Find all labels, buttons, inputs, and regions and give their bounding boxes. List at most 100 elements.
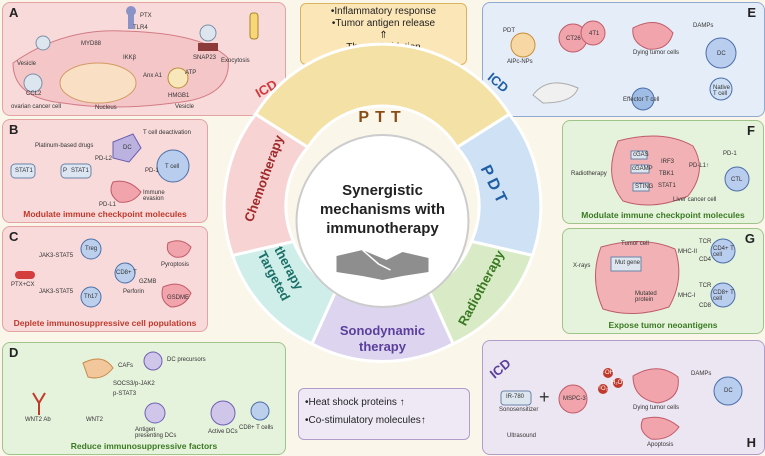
label-apop: Apoptosis <box>647 442 674 448</box>
panel-g-letter: G <box>744 231 755 246</box>
ptt-effect-1: •Inflammatory response <box>330 6 437 17</box>
panel-g: G X-rays Tumor cell Mut gene Mutated pro… <box>562 228 764 334</box>
label-dying-h: Dying tumor cells <box>633 405 680 411</box>
label-cd4s: CD4 <box>699 257 712 263</box>
label-alpo: AlPc-NPs <box>507 59 533 65</box>
label-pdl1-b: PD-L1 <box>99 202 117 208</box>
label-ultra: Ultrasound <box>507 433 537 439</box>
center-circle <box>295 134 470 308</box>
label-cd8-c: CD8+ T <box>116 270 137 276</box>
panel-c-letter: C <box>9 229 19 244</box>
panel-b-illustration <box>10 133 190 203</box>
label-socs: SOCS3/p-JAK2 <box>113 381 155 387</box>
label-pdl2: PD-L2 <box>95 156 113 162</box>
label-pstat3: p-STAT3 <box>113 391 137 397</box>
label-mhc2: MHC-I <box>678 293 696 299</box>
label-apdc: Antigen presenting DCs <box>135 427 177 439</box>
panel-c-title: Deplete immunosuppressive cell populatio… <box>13 318 197 328</box>
label-effector: Effector T cell <box>623 97 660 103</box>
center-title-2: mechanisms with <box>320 201 445 218</box>
label-irf3: IRF3 <box>661 159 675 165</box>
panel-e: E PDT AlPc-NPs CT26 4T1 Dying tumor cell… <box>482 2 765 117</box>
label-myd88: MYD88 <box>81 41 102 47</box>
ring-label-sonodynamic-1: Sonodynamic <box>340 323 425 338</box>
ring-segment-chemotherapy <box>222 112 311 258</box>
label-tcell-b: T cell <box>165 164 180 170</box>
label-ccl2: CCL2 <box>26 91 42 97</box>
label-p: P <box>63 168 68 174</box>
label-cafs: CAFs <box>118 363 133 369</box>
label-sono: Sonosensitizer <box>499 407 539 413</box>
panel-c: C JAK3-STAT5 PTX+CX JAK3-STAT5 Treg Th17… <box>2 226 208 332</box>
panel-a: A IKKβ PTX TLR4 MYD88 SNAP23 Exocytosis … <box>2 2 286 116</box>
ptt-arrow: ⇑ <box>379 30 388 41</box>
label-treg: Treg <box>85 246 98 252</box>
label-liver: Liver cancer cell <box>673 197 717 203</box>
label-anxa1: Anx A1 <box>143 73 163 79</box>
label-tumor: Tumor cell <box>621 241 649 247</box>
panel-b-title: Modulate immune checkpoint molecules <box>23 209 187 219</box>
label-hmgb1: HMGB1 <box>168 93 190 99</box>
label-o2: ¹O₂ <box>599 386 608 392</box>
label-exocytosis: Exocytosis <box>221 58 250 64</box>
ring-segment-targeted <box>230 239 339 346</box>
label-jak-c1: JAK3-STAT5 <box>39 253 74 259</box>
label-jak-c2: JAK3-STAT5 <box>39 289 74 295</box>
label-nucleus: Nucleus <box>95 105 117 111</box>
ring-segment-sonodynamic <box>309 286 456 363</box>
panel-h-letter: H <box>746 435 756 450</box>
panel-e-illustration <box>510 20 737 111</box>
panel-g-title: Expose tumor neoantigens <box>608 320 718 330</box>
label-wnt2ab: WNT2 Ab <box>25 417 51 423</box>
label-snap23: SNAP23 <box>193 55 217 61</box>
label-vesicle: Vesicle <box>17 61 37 67</box>
label-tlr4: TLR4 <box>133 25 148 31</box>
label-stat1-f: STAT1 <box>658 183 676 189</box>
sdt-effects-box: •Heat shock proteins ↑ •Co-stimulatory m… <box>298 388 470 440</box>
label-dcprec: DC precursors <box>167 357 206 363</box>
label-cd4: CD4+ T cell <box>713 246 734 258</box>
ptt-effect-3: Thermal ablation <box>346 42 421 53</box>
label-xrays: X-rays <box>573 263 591 269</box>
label-immune: Immune evasion <box>143 190 165 202</box>
label-ptx-c: PTX+CX <box>11 282 35 288</box>
label-tcr1: TCR <box>699 239 712 245</box>
panel-c-illustration <box>15 238 192 308</box>
label-stat1: STAT1 <box>15 168 33 174</box>
label-dc-e: DC <box>717 51 726 57</box>
sdt-effect-2: •Co-stimulatory molecules↑ <box>305 415 426 426</box>
ptt-effect-2: •Tumor antigen release <box>331 18 436 29</box>
label-gsdme: GSDME <box>167 295 190 301</box>
label-h2o2: H₂O₂ <box>611 380 625 386</box>
label-4t1: 4T1 <box>589 31 600 37</box>
panel-e-letter: E <box>747 5 756 20</box>
label-native: Native T cell <box>713 85 731 97</box>
panel-f: F Radiotherapy cGAS cGAMP STING IRF3 TBK… <box>562 120 764 224</box>
ring-segment-radiotherapy <box>426 239 535 346</box>
label-drugs: Platinum-based drugs <box>35 143 94 149</box>
center-title-3: immunotherapy <box>326 220 439 237</box>
label-tcelldeact: T cell deactivation <box>143 130 191 136</box>
label-ir780: IR-780 <box>506 394 525 400</box>
label-gzmb: GZMB <box>139 279 157 285</box>
label-oh: ·OH <box>603 370 614 376</box>
label-ptx-a: PTX <box>140 13 152 19</box>
panel-d-letter: D <box>9 345 19 360</box>
panel-a-letter: A <box>9 5 19 20</box>
label-wnt2: WNT2 <box>86 417 103 423</box>
ring-label-targeted-2: therapy <box>271 244 307 293</box>
label-pd1: PD-1 <box>145 168 159 174</box>
panel-h-illustration <box>500 368 743 440</box>
label-radio-f: Radiotherapy <box>571 171 607 177</box>
ring-label-chemotherapy: Chemotherapy <box>241 132 286 223</box>
panel-f-illustration <box>611 135 750 206</box>
ring-label-sonodynamic-2: therapy <box>359 339 407 354</box>
sdt-effect-1: •Heat shock proteins ↑ <box>305 397 405 408</box>
panel-d: D WNT2 Ab CAFs WNT2 DC precursors SOCS3/… <box>2 342 286 455</box>
label-cd8-g: CD8+ T cell <box>713 290 734 302</box>
center-title-1: Synergistic <box>342 182 423 199</box>
label-cgas: cGAS <box>633 152 649 158</box>
label-pdt-e: PDT <box>503 28 515 34</box>
label-cd8-d: CD8+ T cells <box>239 425 274 431</box>
ptt-effects-box: •Inflammatory response •Tumor antigen re… <box>300 3 467 65</box>
